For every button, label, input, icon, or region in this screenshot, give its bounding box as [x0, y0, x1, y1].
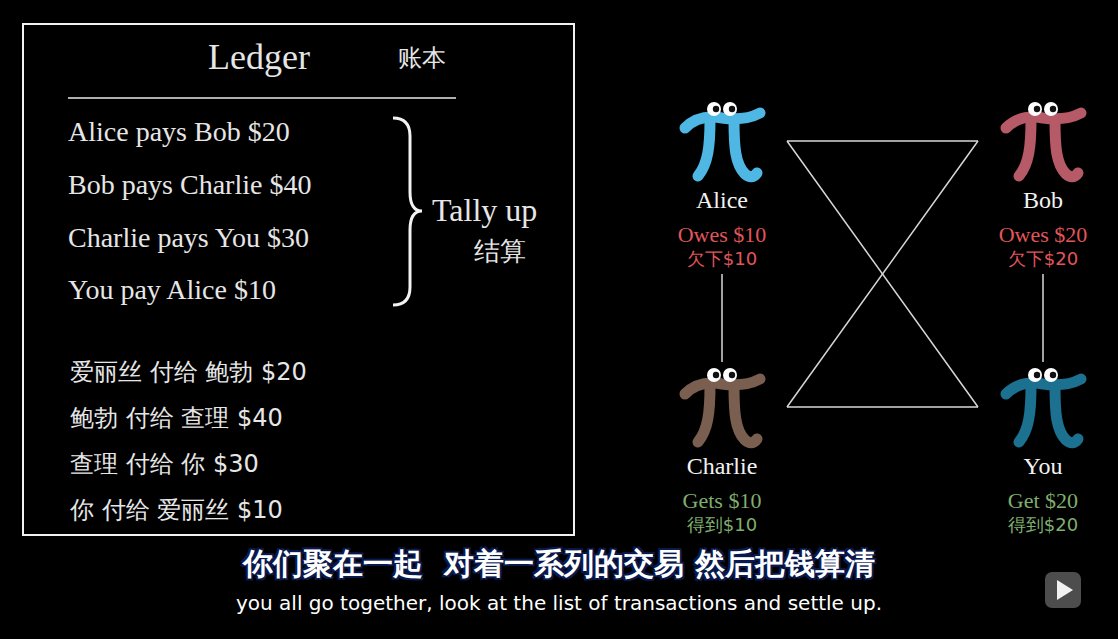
connector-line: [721, 274, 723, 362]
ledger-entry: Alice pays Bob $20: [68, 115, 290, 149]
pi-eye: [1044, 368, 1058, 382]
pi-bar: [685, 113, 760, 128]
pi-eye: [723, 102, 737, 116]
pi-leg: [1019, 120, 1031, 176]
pi-pupil: [1034, 106, 1040, 112]
pi-body: [1006, 379, 1081, 443]
pi-pupil: [729, 372, 735, 378]
ledger-entry: 爱丽丝 付给 鲍勃 $20: [70, 358, 307, 387]
person-name: Charlie: [687, 452, 758, 480]
pi-pupil: [1050, 372, 1056, 378]
play-triangle: [1057, 580, 1073, 600]
balance-label: 欠下$10: [687, 248, 757, 270]
ledger-entry: 账本: [398, 44, 446, 73]
connector-line: [787, 140, 978, 142]
pi-eye: [707, 368, 721, 382]
ledger-entry: 查理 付给 你 $30: [70, 450, 259, 479]
pi-body: [685, 113, 760, 177]
pi-body: [685, 379, 760, 443]
ledger-entry: Charlie pays You $30: [68, 221, 309, 255]
pi-eye: [723, 368, 737, 382]
ledger-entry: Bob pays Charlie $40: [68, 168, 311, 202]
pi-creature-node: CharlieGets $10得到$10: [657, 362, 787, 540]
play-button-bg: [1045, 572, 1081, 608]
ledger-box: Ledger 账本 Alice pays Bob $20Bob pays Charl…: [22, 23, 575, 536]
pi-leg: [1019, 386, 1031, 442]
pi-bar: [1006, 379, 1081, 394]
pi-leg: [734, 120, 757, 177]
balance-label: Get $20: [1008, 488, 1078, 514]
balance-label: Owes $10: [678, 222, 767, 248]
tally-label: Tally up: [432, 191, 537, 229]
ledger-entry: 鲍勃 付给 查理 $40: [70, 404, 283, 433]
pi-pupil: [729, 106, 735, 112]
pi-creature-node: YouGet $20得到$20: [978, 362, 1108, 540]
connector-line: [787, 406, 978, 408]
pi-leg: [1055, 386, 1078, 443]
balance-label: 得到$20: [1008, 514, 1078, 536]
person-name: Alice: [696, 186, 748, 214]
connector-line: [787, 141, 978, 407]
subtitle: you all go together, look at the list of…: [0, 590, 1118, 616]
pi-leg: [734, 386, 757, 443]
tally-label: 结算: [474, 236, 526, 267]
pi-pupil: [1050, 106, 1056, 112]
curly-brace: [393, 118, 422, 305]
pi-eye: [1028, 368, 1042, 382]
pi-pupil: [1034, 372, 1040, 378]
pi-creature: [677, 362, 767, 450]
pi-eye: [707, 102, 721, 116]
pi-bar: [1006, 113, 1081, 128]
pi-eye: [1044, 102, 1058, 116]
pi-creature: [677, 96, 767, 184]
connector-line: [787, 141, 978, 407]
person-name: Bob: [1023, 186, 1063, 214]
pi-creature-node: BobOwes $20欠下$20: [978, 96, 1108, 274]
pi-body: [1006, 113, 1081, 177]
ledger-entry: 你 付给 爱丽丝 $10: [70, 496, 283, 525]
pi-eye: [1028, 102, 1042, 116]
person-name: You: [1024, 452, 1063, 480]
balance-label: Owes $20: [999, 222, 1088, 248]
pi-leg: [1055, 120, 1078, 177]
pi-bar: [685, 379, 760, 394]
pi-creature: [998, 96, 1088, 184]
balance-label: 欠下$20: [1008, 248, 1078, 270]
pi-creature-node: AliceOwes $10欠下$10: [657, 96, 787, 274]
balance-label: Gets $10: [683, 488, 762, 514]
connector-line: [1042, 274, 1044, 362]
pi-leg: [698, 120, 710, 176]
pi-pupil: [713, 372, 719, 378]
balance-label: 得到$10: [687, 514, 757, 536]
pi-creature: [998, 362, 1088, 450]
play-button: [1045, 572, 1081, 608]
ledger-rule: [68, 97, 456, 99]
pi-leg: [698, 386, 710, 442]
ledger-title: Ledger: [208, 36, 310, 79]
ledger-entry: You pay Alice $10: [68, 273, 276, 307]
subtitle: 你们聚在一起 对着一系列的交易 然后把钱算清: [0, 545, 1118, 583]
pi-pupil: [713, 106, 719, 112]
